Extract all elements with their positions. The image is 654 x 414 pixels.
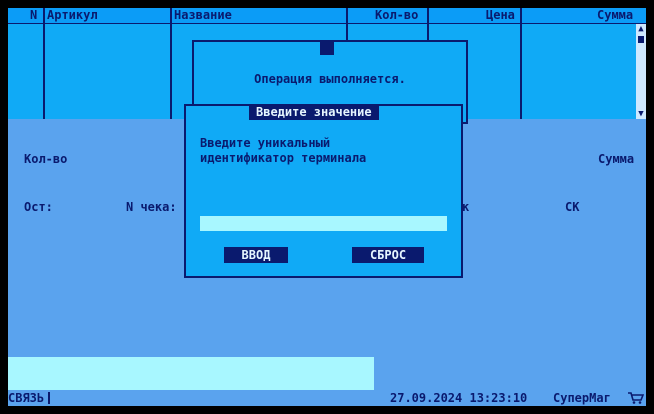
column-name[interactable]: Название xyxy=(174,8,232,22)
partial-label: к xyxy=(462,200,470,214)
column-divider xyxy=(520,8,522,119)
progress-message: Операция выполняется. xyxy=(254,72,406,86)
column-number[interactable]: N xyxy=(30,8,38,22)
status-divider xyxy=(48,392,50,404)
dialog-prompt: Введите уникальный идентификатор термина… xyxy=(200,136,367,165)
sum-label: Сумма xyxy=(598,152,635,166)
dialog-title: Введите значение xyxy=(249,105,379,120)
header-divider xyxy=(8,23,646,24)
terminal-id-input[interactable] xyxy=(200,216,447,231)
table-header: N Артикул Название Кол-во Цена Сумма xyxy=(8,8,646,23)
column-divider xyxy=(170,8,172,119)
app-name: СуперМаг xyxy=(553,391,611,405)
status-bar: СВЯЗЬ 27.09.2024 13:23:10 СуперМаг xyxy=(8,390,646,406)
check-number-label: N чека: xyxy=(126,200,177,214)
column-sum[interactable]: Сумма xyxy=(597,8,634,22)
column-divider xyxy=(43,8,45,119)
message-bar xyxy=(8,357,374,390)
progress-indicator xyxy=(320,41,334,55)
column-article[interactable]: Артикул xyxy=(47,8,98,22)
enter-button[interactable]: ВВОД xyxy=(224,247,288,263)
scroll-up-icon[interactable]: ▲ xyxy=(638,24,644,34)
table-scrollbar[interactable]: ▲ ▼ xyxy=(636,24,646,119)
datetime: 27.09.2024 13:23:10 xyxy=(390,391,528,405)
cart-icon xyxy=(628,392,644,404)
input-dialog: Введите значение Введите уникальный иден… xyxy=(184,104,463,278)
column-quantity[interactable]: Кол-во xyxy=(375,8,419,22)
scroll-thumb[interactable] xyxy=(638,36,644,43)
remainder-label: Ост: xyxy=(24,200,53,214)
quantity-label: Кол-во xyxy=(24,152,68,166)
connection-status: СВЯЗЬ xyxy=(8,391,45,405)
sk-label: СК xyxy=(565,200,580,214)
pos-screen: N Артикул Название Кол-во Цена Сумма ▲ ▼… xyxy=(8,8,646,406)
scroll-down-icon[interactable]: ▼ xyxy=(638,109,644,119)
column-price[interactable]: Цена xyxy=(486,8,515,22)
reset-button[interactable]: СБРОС xyxy=(352,247,424,263)
